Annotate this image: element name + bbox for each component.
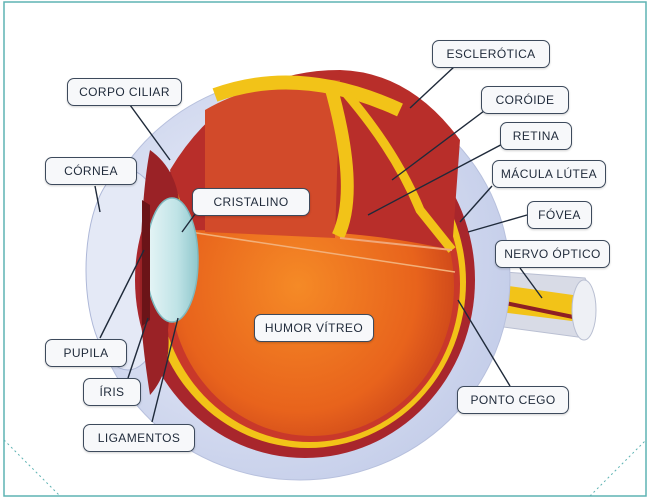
label-fovea: FÓVEA [527, 201, 592, 229]
leader-iris [127, 317, 149, 379]
leader-pupila [99, 249, 145, 339]
leader-nervo [519, 267, 543, 299]
label-ponto-cego: PONTO CEGO [457, 386, 569, 414]
label-nervo-optico: NERVO ÓPTICO [495, 240, 610, 268]
label-cristalino: CRISTALINO [192, 188, 310, 216]
label-humor-vitreo: HUMOR VÍTREO [254, 314, 374, 342]
leader-ligamentos [151, 317, 179, 423]
leader-ponto-cego [457, 299, 511, 387]
label-esclerotica: ESCLERÓTICA [432, 40, 550, 68]
label-corpo-ciliar: CORPO CILIAR [67, 78, 182, 106]
leader-macula [459, 185, 493, 223]
label-pupila: PUPILA [45, 339, 127, 367]
label-macula-lutea: MÁCULA LÚTEA [492, 160, 606, 188]
iris-shape [142, 200, 150, 326]
leader-corpo-ciliar [129, 104, 171, 161]
leader-cornea [94, 185, 101, 213]
label-ligamentos: LIGAMENTOS [83, 424, 195, 452]
label-iris: ÍRIS [83, 378, 141, 406]
leader-fovea [467, 214, 528, 233]
label-retina: RETINA [500, 122, 572, 150]
leader-esclerotica [409, 65, 456, 109]
leader-retina [367, 139, 511, 216]
label-cornea: CÓRNEA [45, 157, 137, 185]
leader-coroide [391, 104, 493, 181]
label-coroide: CORÓIDE [481, 86, 569, 114]
